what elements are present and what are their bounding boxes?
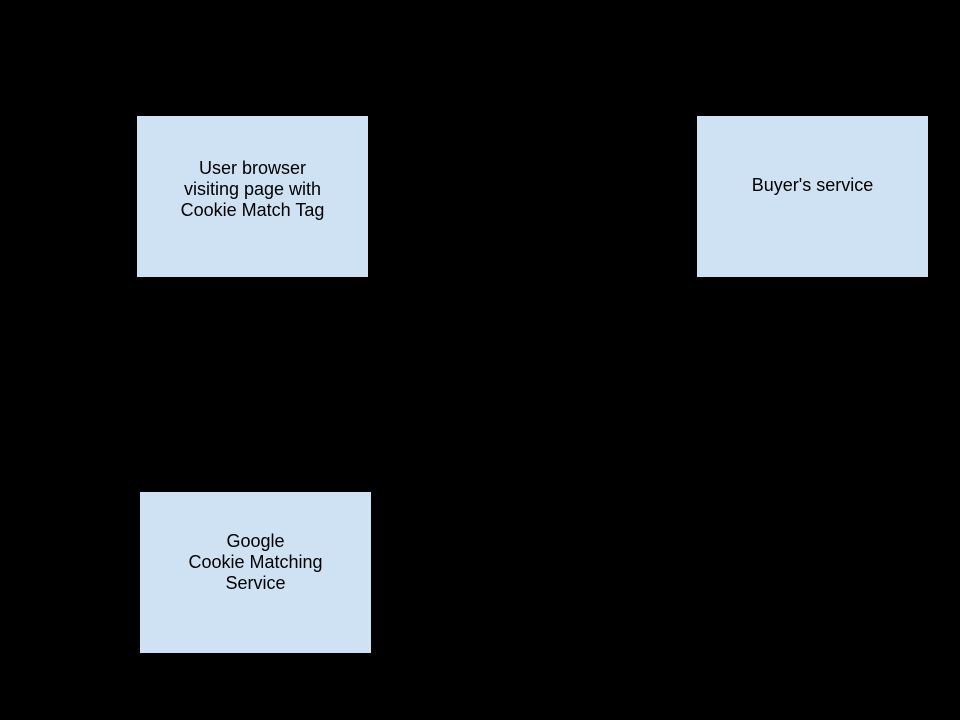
node-buyers-service-label: Buyer's service: [751, 175, 874, 195]
node-google-cms-label-line-1: Google: [226, 530, 285, 551]
node-google-cms-label-line-3: Service: [225, 572, 286, 593]
node-google-cms-label-line-2: Cookie Matching: [188, 551, 323, 572]
node-buyers-service: Buyer's service: [697, 116, 928, 277]
node-user-browser-label-line-2: visiting page with: [183, 178, 322, 199]
node-user-browser-label-line-3: Cookie Match Tag: [180, 199, 325, 220]
node-user-browser: User browser visiting page with Cookie M…: [137, 116, 368, 277]
node-user-browser-label-line-1: User browser: [198, 157, 307, 178]
node-google-cookie-matching-service: Google Cookie Matching Service: [140, 492, 371, 653]
